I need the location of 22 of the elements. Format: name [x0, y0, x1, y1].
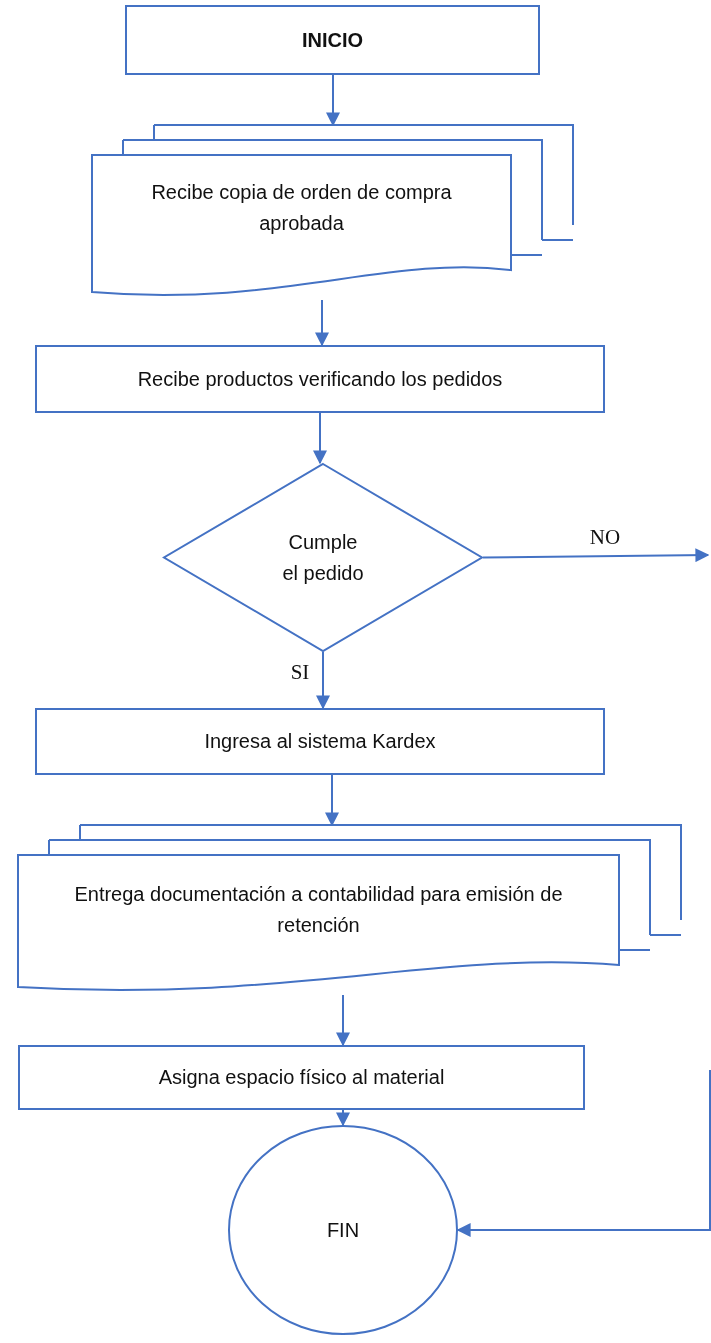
decision-diamond: [163, 463, 483, 652]
arrow: [313, 412, 327, 465]
arrow: [315, 299, 329, 347]
node-text: INICIO: [301, 27, 364, 53]
arrow: [336, 1109, 350, 1127]
arrow: [482, 548, 710, 563]
end-ellipse: [228, 1125, 458, 1335]
process-box: [35, 708, 605, 775]
node-text: Recibe productos verificando los pedidos: [137, 366, 503, 392]
process-box: [18, 1045, 585, 1110]
node-text: FIN: [326, 1217, 360, 1243]
process-box: [125, 5, 540, 75]
node-text: Asigna espacio físico al material: [158, 1065, 445, 1090]
process-box: [35, 345, 605, 413]
arrow: [326, 74, 340, 127]
arrow: [316, 651, 330, 710]
node-text: Cumple el pedido: [281, 529, 365, 586]
arrow: [336, 994, 350, 1047]
node-text: Entrega documentación a contabilidad para emisión de retención: [73, 882, 564, 938]
node-text: Ingresa al sistema Kardex: [204, 729, 436, 754]
node-text: Recibe copia de orden de compra aprobada: [150, 179, 453, 236]
arrow: [325, 774, 339, 827]
